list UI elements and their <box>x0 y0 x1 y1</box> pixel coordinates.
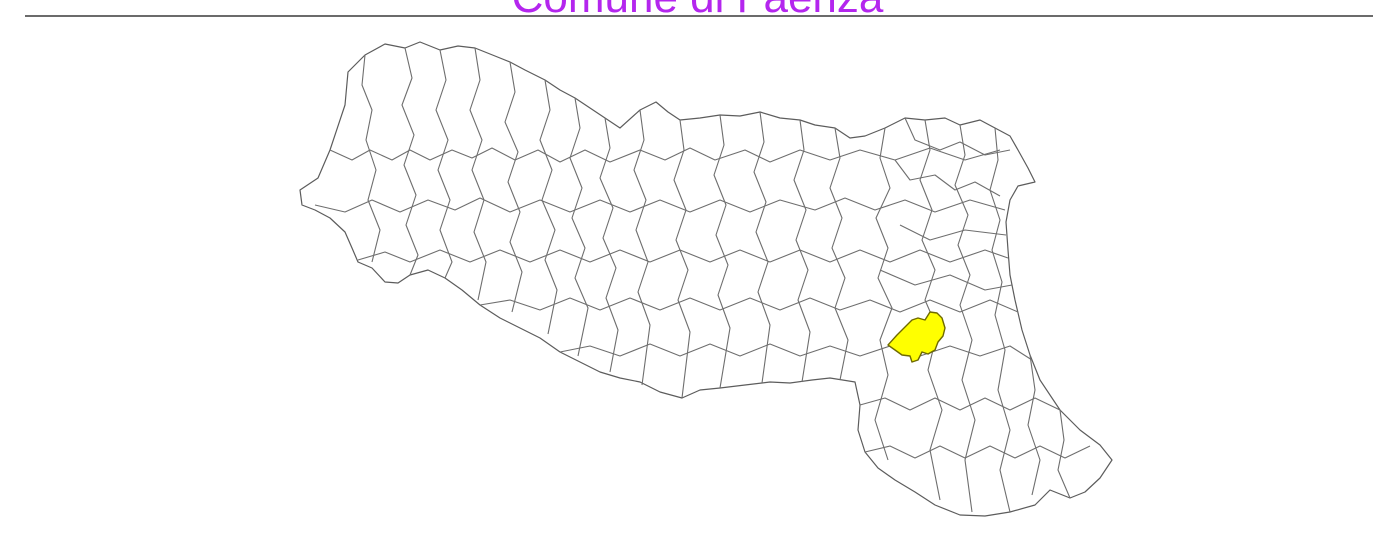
highlighted-municipality <box>887 311 946 363</box>
region-outline <box>299 41 1113 517</box>
title-divider <box>25 15 1373 17</box>
municipality-boundaries <box>314 47 1091 513</box>
